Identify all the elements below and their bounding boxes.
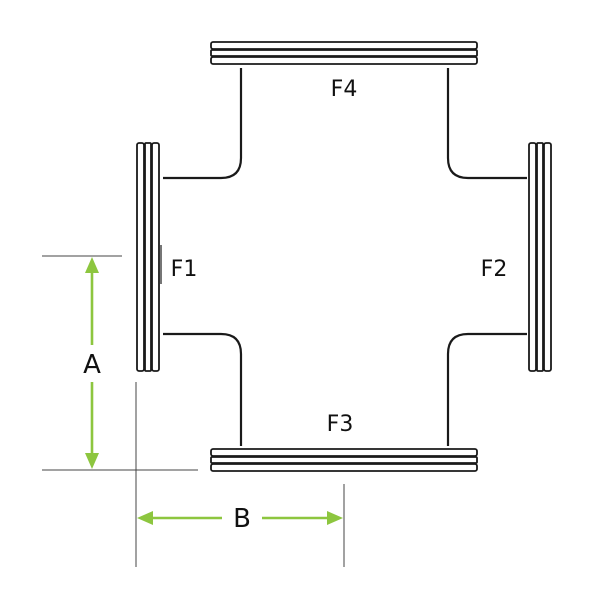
label-f3: F3: [327, 412, 354, 437]
flange-left: [136, 142, 162, 372]
flange-bottom: [210, 448, 478, 472]
dimension-label-a: A: [83, 350, 101, 380]
label-f1: F1: [171, 257, 198, 282]
dimension-arrow-a: [85, 257, 99, 469]
dimension-label-b: B: [233, 504, 251, 534]
flange-top: [210, 41, 478, 65]
flange-right: [528, 142, 552, 372]
dimension-arrow-b: [137, 511, 343, 525]
label-f2: F2: [481, 257, 508, 282]
cross-body-outline: [163, 68, 527, 446]
label-f4: F4: [331, 77, 358, 102]
